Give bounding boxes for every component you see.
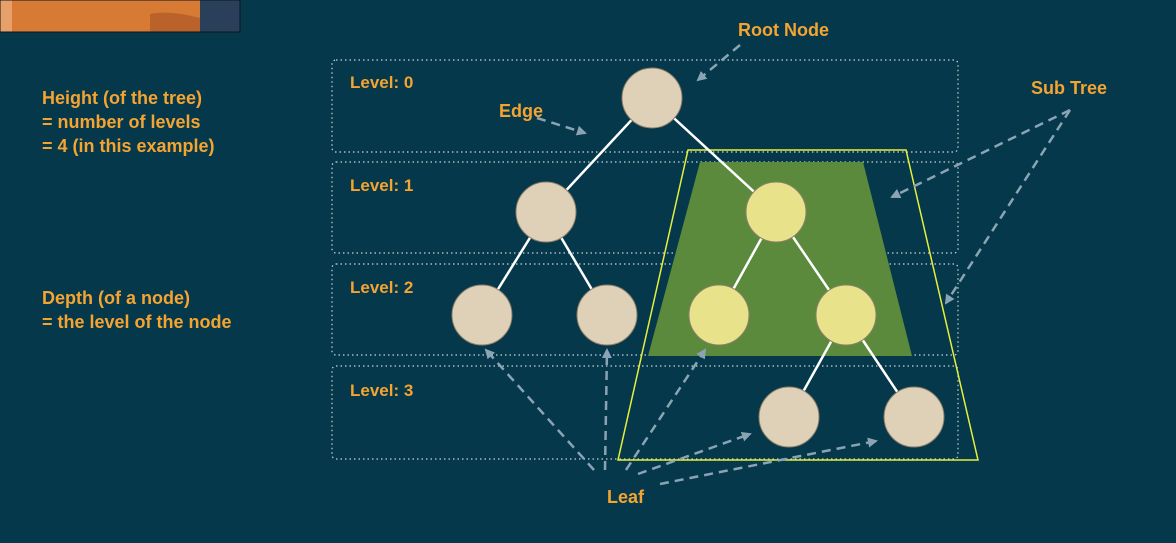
arrow-edge — [536, 116, 587, 136]
annotation-arrows — [484, 44, 1072, 486]
level-band-2 — [331, 263, 959, 356]
depth-note-line-1: Depth (of a node) — [42, 288, 190, 308]
height-note-line-1: Height (of the tree) — [42, 88, 202, 108]
tree-nodes — [451, 67, 945, 448]
arrow-leaf-3 — [624, 348, 707, 471]
subtree-node — [815, 284, 877, 346]
level-label-2: Level: 2 — [350, 278, 413, 297]
level-label-1: Level: 1 — [350, 176, 413, 195]
level-label-3: Level: 3 — [350, 381, 413, 400]
arrow-leaf-2 — [601, 348, 612, 471]
arrow-leaf-4 — [637, 431, 752, 476]
leaf-node — [758, 386, 820, 448]
subtree-leaf-node — [688, 284, 750, 346]
height-note-line-3: = 4 (in this example) — [42, 136, 215, 156]
leaf-node — [883, 386, 945, 448]
depth-note-line-2: = the level of the node — [42, 312, 232, 332]
height-note-line-2: = number of levels — [42, 112, 201, 132]
level-label-0: Level: 0 — [350, 73, 413, 92]
arrow-leaf-1 — [484, 348, 595, 471]
subtree-outline — [617, 149, 979, 461]
level-band-1 — [331, 161, 959, 254]
edge-label: Edge — [499, 101, 543, 121]
depth-note: Depth (of a node) = the level of the nod… — [42, 288, 232, 332]
arrow-leaf-5 — [659, 437, 878, 486]
height-note: Height (of the tree) = number of levels … — [42, 88, 215, 156]
tree-node — [515, 181, 577, 243]
presenter-thumbnail — [0, 0, 241, 33]
subtree-node — [745, 181, 807, 243]
arrow-sub-tree-1 — [890, 108, 1071, 199]
sub-tree-label: Sub Tree — [1031, 78, 1107, 98]
leaf-node — [451, 284, 513, 346]
root-node — [621, 67, 683, 129]
arrow-sub-tree-2 — [944, 109, 1072, 305]
level-band-0 — [331, 59, 959, 153]
leaf-node — [576, 284, 638, 346]
root-node-label: Root Node — [738, 20, 829, 40]
arrow-root-node — [696, 44, 741, 82]
level-band-3 — [331, 365, 959, 460]
leaf-label: Leaf — [607, 487, 645, 507]
level-bands — [331, 59, 959, 460]
